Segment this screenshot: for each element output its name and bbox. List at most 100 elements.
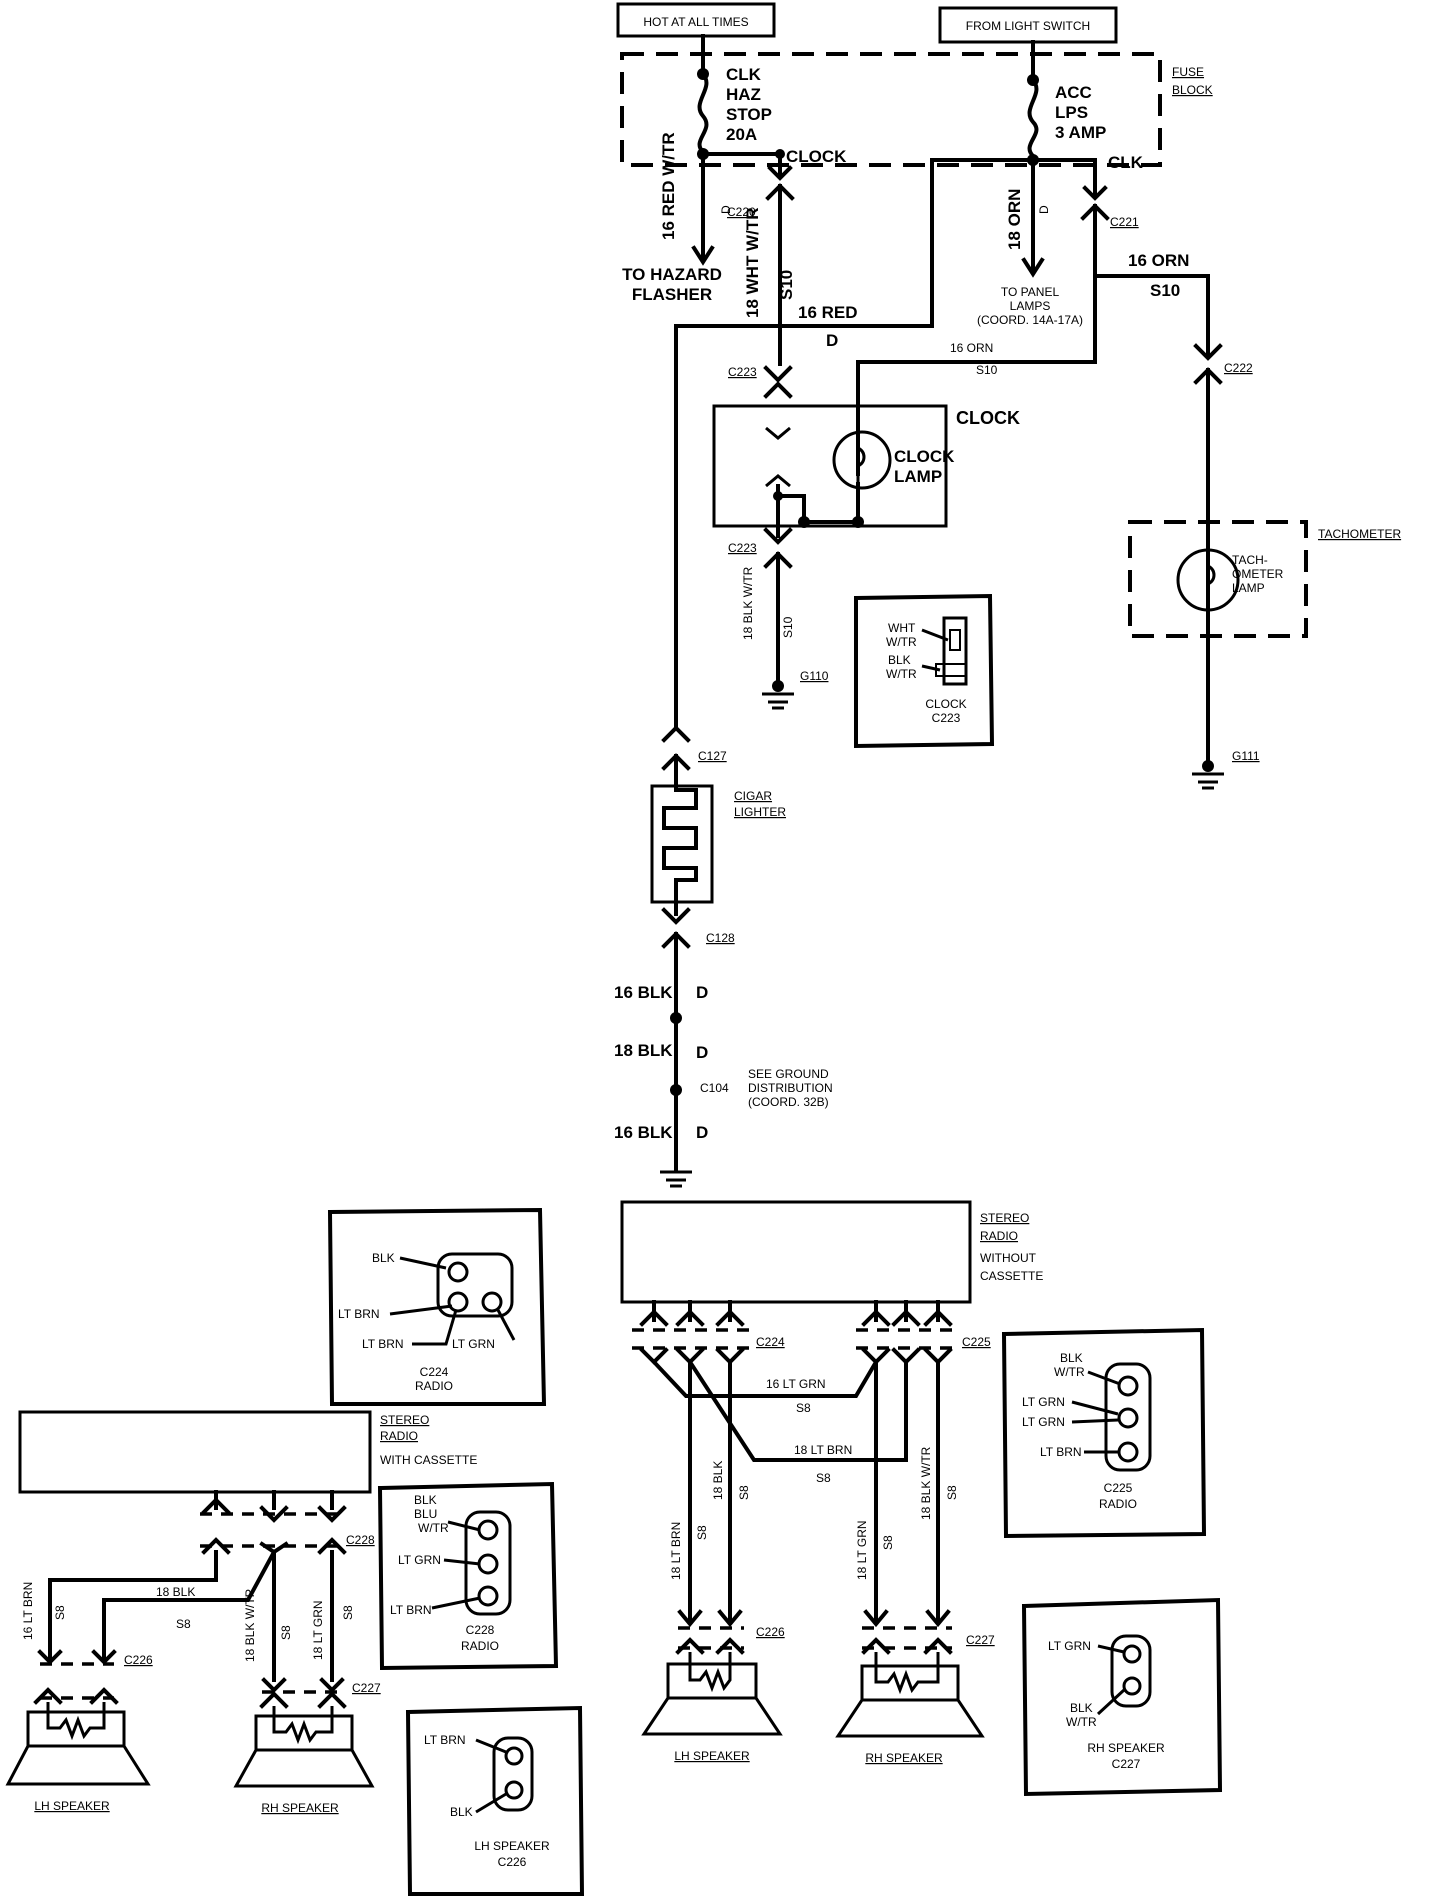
hazard-wire-d: D bbox=[719, 205, 733, 214]
cigar-lighter-label-1: CIGAR bbox=[734, 789, 772, 803]
clk-bus-label: CLK bbox=[1108, 153, 1144, 172]
wc-rh-speaker-label: RH SPEAKER bbox=[261, 1801, 339, 1815]
woc-c226-male bbox=[677, 1609, 743, 1628]
radio-wc-title-1: STEREO bbox=[380, 1413, 429, 1427]
lh-c226-leader-2 bbox=[475, 1792, 507, 1814]
c224-title-2: RADIO bbox=[415, 1379, 453, 1393]
tach-lamp-label-3: LAMP bbox=[1232, 581, 1265, 595]
tach-feed bbox=[1093, 274, 1210, 356]
rh-c227-leader-1 bbox=[1097, 1644, 1125, 1654]
clock-c223-view-box bbox=[854, 593, 995, 749]
woc-lt-brn-label: 18 LT BRN bbox=[794, 1443, 852, 1457]
panel-lamps-line-3: (COORD. 14A-17A) bbox=[977, 313, 1083, 327]
lh-c226-connector bbox=[492, 1736, 534, 1812]
c225-wtr: W/TR bbox=[1054, 1365, 1085, 1379]
fuse-left-label-amp: 20A bbox=[726, 125, 757, 144]
ground-wire-3-d: D bbox=[696, 1123, 708, 1142]
ground-wire-1-d: D bbox=[696, 983, 708, 1002]
see-ground-2: DISTRIBUTION bbox=[748, 1081, 833, 1095]
clock-wire-label: 18 WHT W/TR bbox=[743, 208, 762, 319]
rh-c227-pin-1 bbox=[1122, 1644, 1142, 1664]
radio-without-cassette-box bbox=[620, 1200, 972, 1304]
clock-c223-pin-2 bbox=[935, 663, 967, 677]
from-light-switch-box bbox=[938, 6, 1118, 44]
woc-s8-d: S8 bbox=[737, 1485, 751, 1500]
c228-title-2: RADIO bbox=[461, 1639, 499, 1653]
rh-c227-leader-2 bbox=[1096, 1688, 1126, 1716]
woc-lh-speaker-label: LH SPEAKER bbox=[674, 1749, 750, 1763]
wc-lt-grn-label: 18 LT GRN bbox=[311, 1600, 325, 1660]
ground-splice-1 bbox=[670, 1012, 682, 1024]
woc-blk-wtr-v-label: 18 BLK W/TR bbox=[919, 1446, 933, 1520]
clock-c223-wht: WHT bbox=[888, 621, 916, 635]
cigar-feed-wire bbox=[674, 158, 1035, 728]
clock-c223-wtr1: W/TR bbox=[886, 635, 917, 649]
fuse-block-outline bbox=[620, 52, 1162, 167]
c221-label: C221 bbox=[1110, 215, 1139, 229]
c225-leader-2 bbox=[1071, 1400, 1119, 1416]
c228-pins bbox=[200, 1490, 347, 1555]
lh-c226-title-1: LH SPEAKER bbox=[474, 1839, 550, 1853]
c224-pin-1 bbox=[447, 1261, 469, 1283]
woc-lt-brn-jumper bbox=[687, 1359, 908, 1462]
tach-feed-s10: S10 bbox=[1150, 281, 1180, 300]
wc-c226-label: C226 bbox=[124, 1653, 153, 1667]
cigar-lighter-element bbox=[662, 754, 698, 916]
wc-lt-brn-wire bbox=[48, 1550, 218, 1662]
c225-lt-grn-2: LT GRN bbox=[1022, 1415, 1065, 1429]
tach-lamp-label-2: OMETER bbox=[1232, 567, 1284, 581]
c223-bottom-label: C223 bbox=[728, 541, 757, 555]
c224-blk: BLK bbox=[372, 1251, 395, 1265]
clock-box bbox=[712, 404, 948, 528]
c222-female bbox=[1193, 343, 1223, 361]
c225-pin-1 bbox=[1117, 1375, 1139, 1397]
radio-woc-title-3: WITHOUT bbox=[980, 1251, 1037, 1265]
radio-with-cassette-box bbox=[18, 1410, 372, 1494]
hot-at-all-times-label: HOT AT ALL TIMES bbox=[643, 15, 748, 29]
woc-c226-label: C226 bbox=[756, 1625, 785, 1639]
woc-lt-grn-label: 16 LT GRN bbox=[766, 1377, 826, 1391]
c228-pin-2 bbox=[477, 1553, 499, 1575]
clock-lamp-feed-label: 16 ORN bbox=[950, 341, 993, 355]
c104-ground-symbol bbox=[660, 1170, 692, 1188]
c224-pin-3 bbox=[481, 1291, 503, 1313]
g111-label: G111 bbox=[1232, 749, 1260, 763]
woc-lh-speaker bbox=[641, 1637, 783, 1736]
clock-c223-leader-2 bbox=[921, 664, 941, 672]
hazard-wire-label: 16 RED W/TR bbox=[659, 132, 678, 240]
clock-c223-leader-1 bbox=[921, 628, 949, 642]
hazard-arrow bbox=[691, 245, 715, 266]
woc-s8-f: S8 bbox=[945, 1485, 959, 1500]
rh-c227-title-1: RH SPEAKER bbox=[1087, 1741, 1165, 1755]
fuse-left-label-haz: HAZ bbox=[726, 85, 761, 104]
clock-c223-blk: BLK bbox=[888, 653, 911, 667]
fuse-left-label-clk: CLK bbox=[726, 65, 762, 84]
wc-blk-wtr-label: 18 BLK W/TR bbox=[243, 1588, 257, 1662]
c228-wtr: W/TR bbox=[418, 1521, 449, 1535]
c224-lt-brn-1: LT BRN bbox=[338, 1307, 380, 1321]
ground-wire-2-d: D bbox=[696, 1043, 708, 1062]
c224-lt-brn-2: LT BRN bbox=[362, 1337, 404, 1351]
fuse-left-label-stop: STOP bbox=[726, 105, 772, 124]
c225-view-box bbox=[1001, 1327, 1207, 1539]
radio-woc-title-1: STEREO bbox=[980, 1211, 1029, 1225]
wc-blk-label: 18 BLK bbox=[156, 1585, 195, 1599]
c228-pin-1 bbox=[477, 1519, 499, 1541]
c224-leader-2 bbox=[389, 1304, 453, 1316]
clock-ground-wire-s10: S10 bbox=[781, 616, 795, 638]
lh-c226-pin-2 bbox=[504, 1780, 524, 1800]
clock-lamp-filament bbox=[856, 436, 866, 484]
clock-wire-s10: S10 bbox=[777, 270, 796, 300]
c223-top-label: C223 bbox=[728, 365, 757, 379]
c104-splice bbox=[670, 1084, 682, 1096]
woc-s8-a: S8 bbox=[796, 1401, 811, 1415]
see-ground-1: SEE GROUND bbox=[748, 1067, 829, 1081]
wc-blk-wire bbox=[102, 1549, 277, 1662]
c225-leader-3 bbox=[1071, 1418, 1119, 1424]
c223-top-male bbox=[763, 381, 793, 399]
clock-lamp-feed-s10: S10 bbox=[976, 363, 998, 377]
clock-internal-mid bbox=[765, 474, 791, 488]
c225-lt-brn: LT BRN bbox=[1040, 1445, 1082, 1459]
c224-lt-grn: LT GRN bbox=[452, 1337, 495, 1351]
